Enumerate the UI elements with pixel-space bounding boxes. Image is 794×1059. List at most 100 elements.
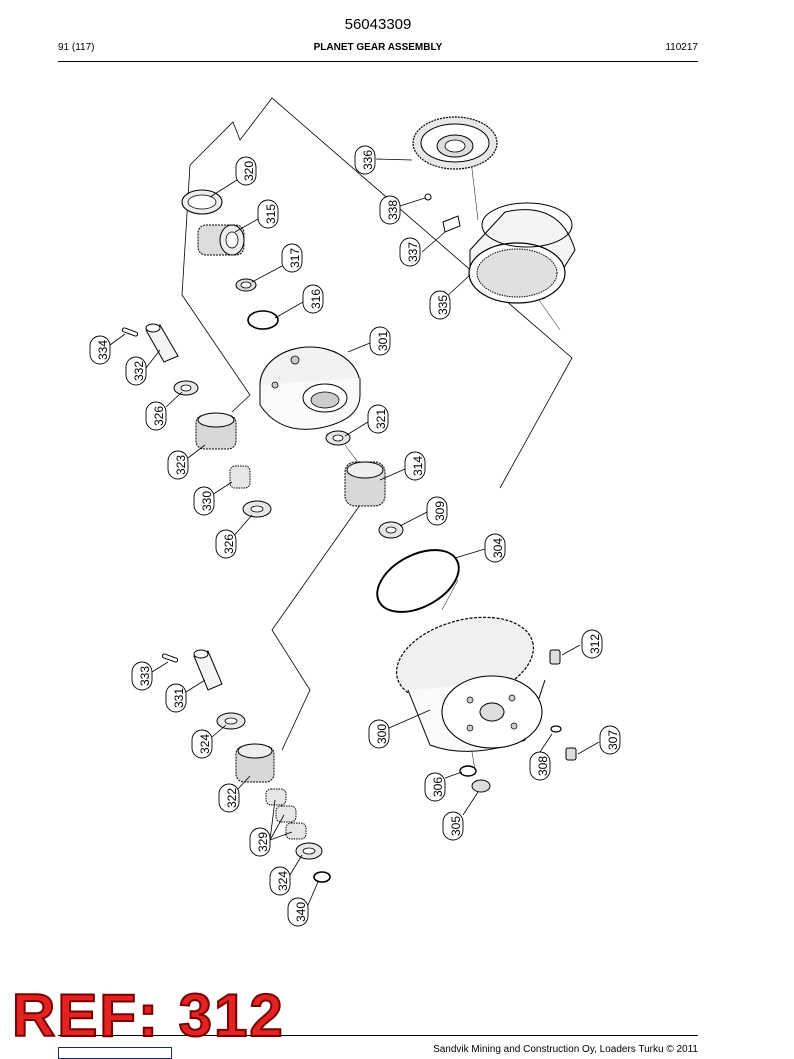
callout-323-label: 323 <box>174 455 188 475</box>
callout-335-label: 335 <box>436 295 450 315</box>
callout-321-bubble <box>367 404 389 434</box>
footer-divider <box>58 1035 698 1036</box>
callout-320-label: 320 <box>242 161 256 181</box>
page-reference: 91 (117) <box>58 42 95 53</box>
callout-324-label: 324 <box>198 734 212 754</box>
callout-300-label: 300 <box>375 724 389 744</box>
callout-331-bubble <box>165 683 187 713</box>
callout-324-bubble <box>269 866 291 896</box>
part-321-thrust-washer <box>325 430 351 446</box>
callout-337-label: 337 <box>406 242 420 262</box>
callout-324-bubble <box>191 729 213 759</box>
callout-332-bubble <box>125 356 147 386</box>
part-337-lock-plate <box>442 215 461 233</box>
part-316-snap-ring <box>247 310 279 330</box>
callout-309-label: 309 <box>433 501 447 521</box>
callout-326-label: 326 <box>222 534 236 554</box>
callout-316-bubble <box>302 284 324 314</box>
callout-314-label: 314 <box>411 456 425 476</box>
callout-329-label: 329 <box>256 832 270 852</box>
callout-323-bubble <box>167 450 189 480</box>
callout-307-bubble <box>599 725 621 755</box>
part-300-hub-housing <box>395 616 546 752</box>
callout-326-bubble <box>145 401 167 431</box>
part-331-planet-shaft <box>193 649 223 691</box>
callout-332-label: 332 <box>132 361 146 381</box>
callout-330-bubble <box>193 486 215 516</box>
callout-306-label: 306 <box>431 777 445 797</box>
part-335-ring-gear <box>468 202 576 304</box>
callout-322-label: 322 <box>225 788 239 808</box>
part-333-pin <box>161 653 179 663</box>
part-326-thrust-washer <box>242 500 272 518</box>
callout-336-label: 336 <box>361 150 375 170</box>
assembly-boundary-line <box>271 504 361 751</box>
callout-315-label: 315 <box>264 204 278 224</box>
callout-326-label: 326 <box>152 406 166 426</box>
callout-326-bubble <box>215 529 237 559</box>
part-322-planet-gear <box>235 743 275 783</box>
part-323-planet-gear <box>195 412 237 450</box>
part-324-thrust-washer <box>295 842 323 860</box>
callout-305-label: 305 <box>449 816 463 836</box>
ref-stamp: REF: 312 <box>11 982 285 1049</box>
callout-321-label: 321 <box>374 409 388 429</box>
document-number: 56043309 <box>344 16 412 33</box>
part-324-thrust-washer <box>216 712 246 730</box>
callout-330-label: 330 <box>200 491 214 511</box>
part-336-ring-carrier <box>412 116 498 170</box>
callout-312-bubble <box>581 629 603 659</box>
callout-338-bubble <box>379 195 401 225</box>
part-307-plug <box>565 747 577 761</box>
callout-306-bubble <box>424 772 446 802</box>
callout-301-bubble <box>369 326 391 356</box>
page-title: PLANET GEAR ASSEMBLY <box>313 42 443 53</box>
part-326-thrust-washer <box>173 380 199 396</box>
callout-316-label: 316 <box>309 289 323 309</box>
callout-317-bubble <box>281 243 303 273</box>
callout-340-label: 340 <box>294 902 308 922</box>
part-332-planet-shaft <box>145 323 179 363</box>
part-329-needle-bearing <box>265 788 307 840</box>
callout-324-label: 324 <box>276 871 290 891</box>
callout-334-bubble <box>89 335 111 365</box>
callout-315-bubble <box>257 199 279 229</box>
callout-308-label: 308 <box>536 756 550 776</box>
copyright-notice: Sandvik Mining and Construction Oy, Load… <box>433 1044 698 1055</box>
part-304-o-ring <box>376 549 460 613</box>
callout-338-label: 338 <box>386 200 400 220</box>
callout-333-label: 333 <box>138 666 152 686</box>
part-334-pin <box>121 327 139 337</box>
callout-335-bubble <box>429 290 451 320</box>
callout-333-bubble <box>131 661 153 691</box>
document-date: 110217 <box>665 42 698 53</box>
assembly-boundary-line <box>181 164 251 413</box>
part-301-planet-carrier <box>259 346 361 430</box>
part-317-washer <box>235 278 257 292</box>
part-330-needle-bearing <box>229 465 251 489</box>
callout-300-bubble <box>368 719 390 749</box>
callout-320-bubble <box>235 156 257 186</box>
part-340-snap-ring <box>313 871 331 883</box>
callout-337-bubble <box>399 237 421 267</box>
callout-312-label: 312 <box>588 634 602 654</box>
callout-322-bubble <box>218 783 240 813</box>
callout-336-bubble <box>354 145 376 175</box>
callout-314-bubble <box>404 451 426 481</box>
callout-305-bubble <box>442 811 464 841</box>
part-312-bolt <box>549 649 561 665</box>
callout-334-label: 334 <box>96 340 110 360</box>
part-314-sun-gear <box>344 461 386 507</box>
callout-308-bubble <box>529 751 551 781</box>
callout-317-label: 317 <box>288 248 302 268</box>
callout-331-label: 331 <box>172 688 186 708</box>
footer-logo <box>58 1047 172 1059</box>
callout-340-bubble <box>287 897 309 927</box>
callout-304-bubble <box>484 533 506 563</box>
part-309-washer <box>378 521 404 539</box>
part-338-screw <box>424 193 432 201</box>
part-305-drain-plug <box>471 779 491 793</box>
assembly-boundary-line <box>189 97 573 489</box>
part-308-washer <box>550 725 562 733</box>
